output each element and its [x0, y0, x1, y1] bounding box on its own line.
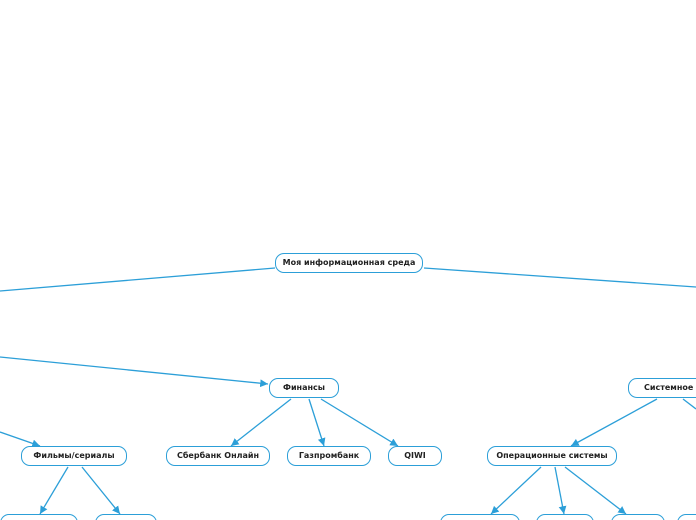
edge-root-right — [423, 267, 696, 288]
edge-finance-sberbank — [230, 398, 292, 447]
node-sys-child-1[interactable] — [677, 514, 696, 520]
edge-left-to-films — [0, 431, 41, 448]
node-sberbank[interactable]: Сбербанк Онлайн — [166, 446, 270, 466]
node-operating-systems[interactable]: Операционные системы — [487, 446, 617, 466]
edge-films-child-2 — [81, 466, 121, 515]
edge-os-child-1 — [490, 466, 542, 515]
node-films[interactable]: Фильмы/сериалы — [21, 446, 127, 466]
edge-system-right — [682, 398, 696, 410]
node-qiwi[interactable]: QIWI — [388, 446, 442, 466]
node-gazprombank-label: Газпромбанк — [298, 451, 360, 460]
edge-finance-gazprombank — [308, 398, 326, 447]
node-films-label: Фильмы/сериалы — [33, 451, 115, 460]
node-root-label: Моя информационная среда — [282, 258, 416, 267]
node-films-child-2[interactable] — [95, 514, 157, 520]
node-finance-label: Финансы — [283, 383, 325, 392]
node-system-software-label: Системное П — [644, 383, 696, 392]
node-root[interactable]: Моя информационная среда — [275, 253, 423, 273]
edge-os-child-2 — [554, 466, 567, 515]
node-qiwi-label: QIWI — [404, 451, 426, 460]
node-films-child-1[interactable] — [0, 514, 78, 520]
node-system-software[interactable]: Системное П — [628, 378, 696, 398]
edge-root-left — [0, 267, 276, 292]
node-operating-systems-label: Операционные системы — [496, 451, 608, 460]
node-os-child-3[interactable] — [611, 514, 665, 520]
edge-os-child-3 — [564, 466, 627, 515]
node-finance[interactable]: Финансы — [269, 378, 339, 398]
node-os-child-2[interactable] — [536, 514, 594, 520]
node-gazprombank[interactable]: Газпромбанк — [287, 446, 371, 466]
edge-system-os — [570, 398, 658, 447]
edge-finance-qiwi — [320, 398, 399, 447]
node-sberbank-label: Сбербанк Онлайн — [176, 451, 260, 460]
edge-films-child-1 — [39, 466, 69, 515]
edge-left-to-finance — [0, 356, 269, 388]
node-os-child-1[interactable] — [440, 514, 520, 520]
